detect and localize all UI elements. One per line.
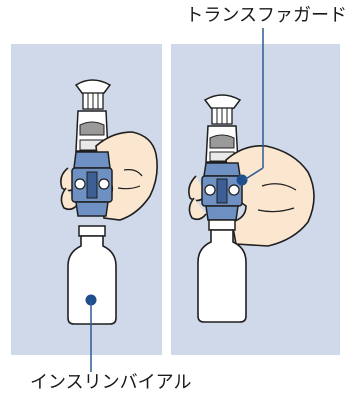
left-scene — [60, 79, 158, 372]
insulin-vial-label: インスリンバイアル — [30, 372, 192, 393]
transfer-guard-label: トランスファガード — [185, 5, 347, 26]
transfer-guard-marker-dot — [236, 174, 248, 186]
left-insulin-vial — [67, 225, 117, 325]
right-scene — [188, 28, 315, 323]
right-insulin-vial — [197, 219, 247, 323]
left-transfer-guard — [71, 151, 113, 217]
right-hand — [225, 144, 315, 247]
right-transfer-guard — [201, 162, 248, 221]
